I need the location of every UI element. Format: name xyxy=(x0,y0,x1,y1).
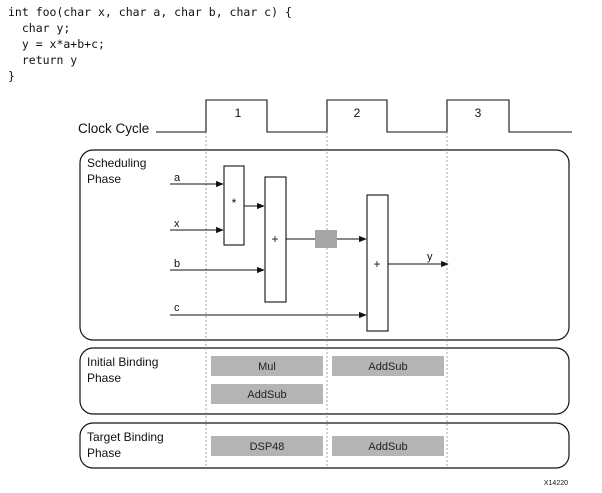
resource-box-dsp48 xyxy=(211,436,323,456)
source-code: int foo(char x, char a, char b, char c) … xyxy=(8,5,292,83)
cycle-boundaries xyxy=(205,132,448,468)
resource-box-addsub xyxy=(211,384,323,404)
figure-id: X14220 xyxy=(544,480,568,487)
target-binding-title: Target Binding xyxy=(87,430,164,444)
clock-cycle-number: 1 xyxy=(235,106,242,120)
resource-box-addsub xyxy=(332,436,444,456)
input-label-b: b xyxy=(174,258,180,270)
target-binding-title: Phase xyxy=(87,446,121,460)
resource-label: AddSub xyxy=(368,361,407,373)
input-label-a: a xyxy=(174,172,181,184)
initial-binding-phase: Initial Binding Phase Mul AddSub AddSub xyxy=(87,355,444,404)
resource-box-addsub xyxy=(332,356,444,376)
scheduling-phase: Scheduling Phase a x b c * + + y xyxy=(87,156,449,332)
resource-box-mul xyxy=(211,356,323,376)
clock-cycle-label: Clock Cycle xyxy=(78,121,149,136)
clock-cycle-number: 2 xyxy=(354,106,361,120)
code-line: y = x*a+b+c; xyxy=(8,37,105,51)
pipeline-register xyxy=(315,230,337,248)
resource-label: AddSub xyxy=(247,389,286,401)
clock-waveform xyxy=(156,99,572,133)
scheduling-phase-title: Scheduling xyxy=(87,156,146,170)
initial-binding-title: Phase xyxy=(87,371,121,385)
input-label-x: x xyxy=(174,218,180,230)
output-label-y: y xyxy=(427,251,433,263)
resource-label: Mul xyxy=(258,361,276,373)
clock-cycle-row: Clock Cycle 1 2 3 xyxy=(78,99,572,136)
target-binding-phase: Target Binding Phase DSP48 AddSub xyxy=(87,430,444,460)
scheduling-phase-title: Phase xyxy=(87,172,121,186)
clock-cycle-number: 3 xyxy=(475,106,482,120)
initial-binding-title: Initial Binding xyxy=(87,355,158,369)
multiplier-symbol: * xyxy=(232,196,237,210)
code-line: return y xyxy=(8,53,77,67)
adder-symbol-2: + xyxy=(373,257,380,271)
code-line: char y; xyxy=(8,21,70,35)
code-line: } xyxy=(8,69,15,83)
input-label-c: c xyxy=(174,302,180,314)
adder-symbol-1: + xyxy=(271,232,278,246)
adder-operation-2 xyxy=(366,194,389,332)
resource-label: DSP48 xyxy=(250,441,285,453)
resource-label: AddSub xyxy=(368,441,407,453)
code-line: int foo(char x, char a, char b, char c) … xyxy=(8,5,292,19)
